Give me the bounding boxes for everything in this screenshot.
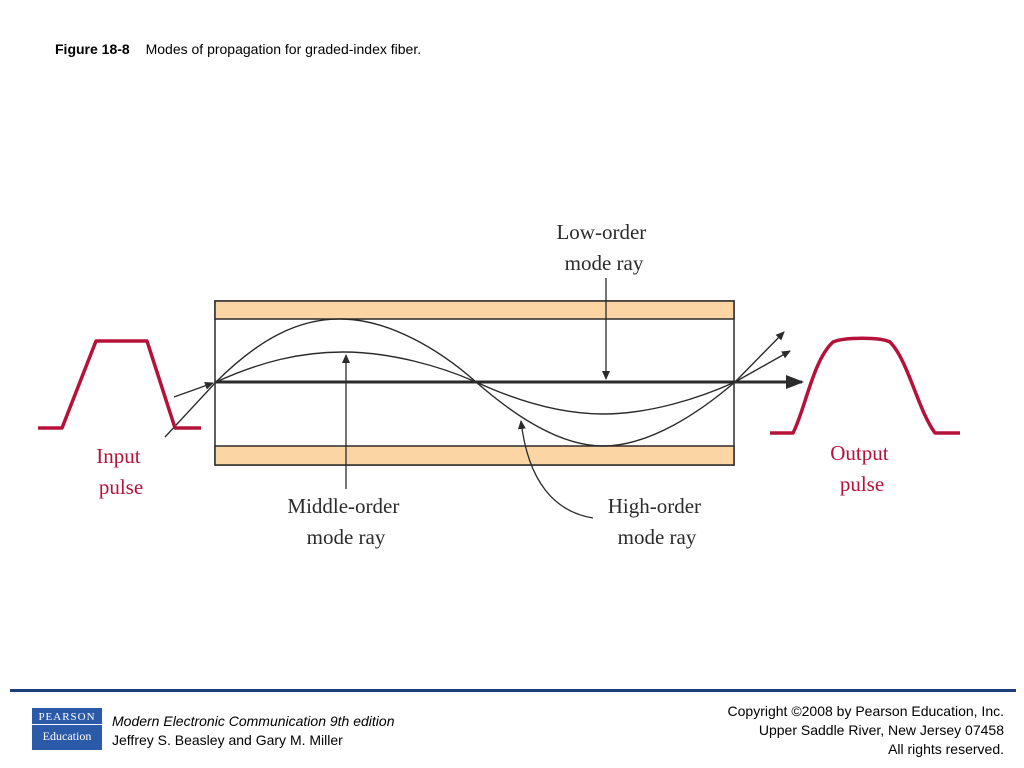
- address-line: Upper Saddle River, New Jersey 07458: [758, 722, 1004, 738]
- cladding-top: [214, 300, 735, 320]
- output-pulse: [770, 336, 960, 435]
- pearson-logo: PEARSON Education: [32, 708, 102, 750]
- high-order-label: High-order mode ray: [608, 494, 707, 549]
- copyright-line: Copyright ©2008 by Pearson Education, In…: [727, 703, 1004, 719]
- book-authors: Jeffrey S. Beasley and Gary M. Miller: [112, 732, 343, 748]
- figure-title: Figure 18-8 Modes of propagation for gra…: [55, 41, 421, 57]
- low-order-label: Low-order mode ray: [556, 220, 651, 275]
- middle-order-label: Middle-order mode ray: [287, 494, 404, 549]
- logo-top-text: PEARSON: [32, 708, 102, 725]
- output-pulse-label: Output pulse: [830, 441, 894, 496]
- incoming-ray-high: [173, 381, 214, 398]
- input-pulse: [38, 339, 201, 430]
- figure-number: Figure 18-8: [55, 41, 130, 57]
- high-order-pointer: [517, 420, 594, 519]
- book-title: Modern Electronic Communication 9th edit…: [112, 713, 395, 729]
- book-info: Modern Electronic Communication 9th edit…: [112, 712, 394, 750]
- copyright-notice: Copyright ©2008 by Pearson Education, In…: [728, 702, 1004, 759]
- logo-bottom-text: Education: [42, 729, 92, 743]
- input-pulse-label: Input pulse: [96, 444, 146, 499]
- footer-rule: [10, 689, 1016, 692]
- figure-caption: Modes of propagation for graded-index fi…: [145, 41, 422, 57]
- rights-line: All rights reserved.: [888, 741, 1004, 757]
- cladding-bottom: [214, 445, 735, 466]
